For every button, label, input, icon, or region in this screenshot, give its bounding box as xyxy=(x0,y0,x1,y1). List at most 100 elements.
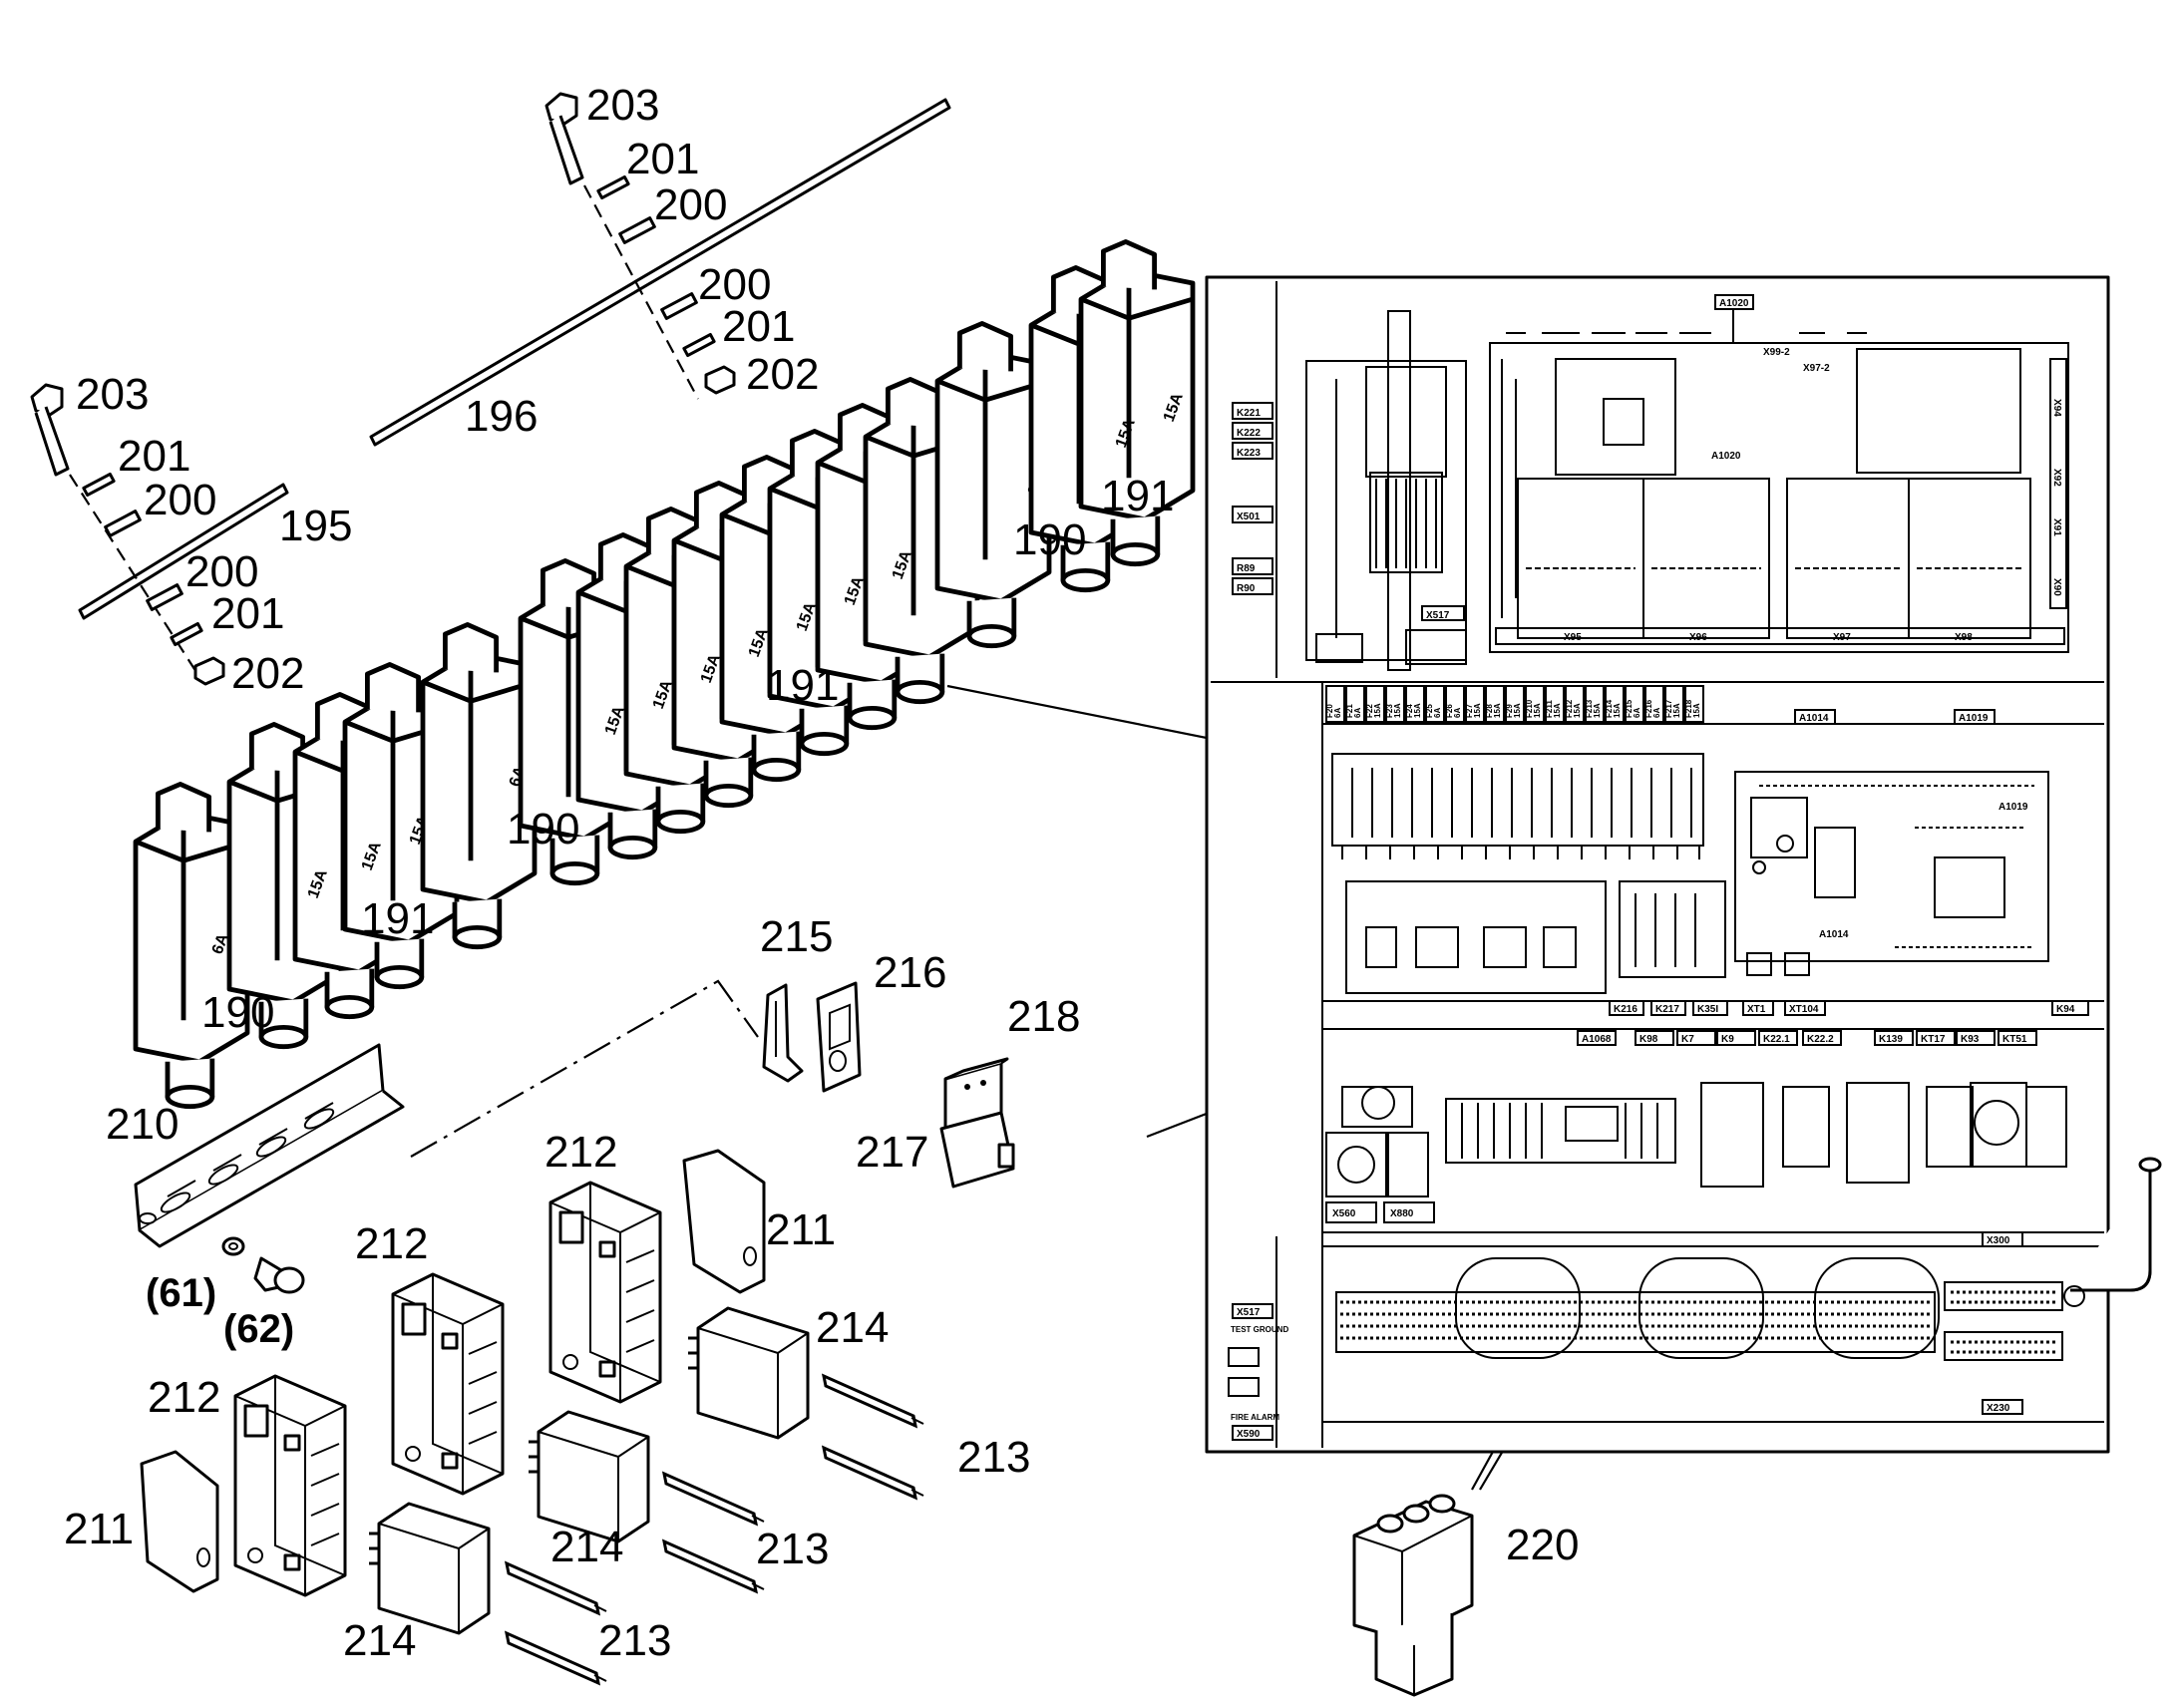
board-a1019: A1019 A1014 xyxy=(1734,771,2049,962)
fuse-value: 15A xyxy=(1513,703,1522,718)
callout-200: 200 xyxy=(698,260,771,309)
cabinet-label: K221 xyxy=(1237,408,1261,419)
cabinet-label: X560 xyxy=(1332,1208,1356,1219)
breaker-group-left: 6A 15A 15A 15A 6A xyxy=(136,624,535,1106)
fuse-label: F211 xyxy=(1545,700,1554,718)
cabinet-label: X94 xyxy=(2051,399,2062,417)
fuse-label-cell xyxy=(1445,685,1465,723)
fuse-label-cell xyxy=(1405,685,1425,723)
fuse-label: F217 xyxy=(1664,699,1673,718)
board-a1020: A1020 A1020 X99-2 X97-2 X95 X96 X97 X98 … xyxy=(1489,294,2069,653)
fuse-label: F20 xyxy=(1325,704,1334,718)
fuse-value: 15A xyxy=(1672,703,1681,718)
cover-211-top xyxy=(682,1149,766,1294)
fuse-value: 15A xyxy=(1373,703,1382,718)
fuse-label-cell xyxy=(1605,685,1625,723)
breaker-rating: 6A xyxy=(209,931,232,956)
fuse-label: F23 xyxy=(1385,704,1394,718)
callout-213: 213 xyxy=(957,1433,1030,1482)
cabinet-label: K98 xyxy=(1639,1034,1658,1045)
fuse-value: 6A xyxy=(1433,708,1442,718)
cabinet-label: X95 xyxy=(1564,632,1582,643)
cabinet-label: XT1 xyxy=(1747,1004,1766,1015)
callout-211: 211 xyxy=(766,1205,836,1254)
callout-215: 215 xyxy=(760,912,833,961)
fuse-label-cell xyxy=(1505,685,1525,723)
callout-202: 202 xyxy=(231,649,304,698)
callout-195: 195 xyxy=(279,502,352,550)
cabinet-label: A1014 xyxy=(1799,713,1829,724)
cabinet-label: FIRE ALARM xyxy=(1231,1413,1279,1422)
breaker-group-right: 6A 15A 15A xyxy=(937,241,1193,645)
callout-203: 203 xyxy=(76,370,149,419)
fuse-label: F213 xyxy=(1585,699,1594,718)
fuse-label: F27 xyxy=(1465,704,1474,718)
fuse-label: F21 xyxy=(1345,704,1354,718)
fuse-value: 15A xyxy=(1573,703,1582,718)
fuse-label-cell xyxy=(1465,685,1485,723)
fastener-stack-a xyxy=(545,92,736,400)
cabinet-label: R89 xyxy=(1237,563,1256,574)
fastener-stack-b xyxy=(30,383,225,686)
fuse-label: F210 xyxy=(1525,699,1534,718)
cabinet-label: K139 xyxy=(1879,1034,1903,1045)
lower-label-cell xyxy=(1956,1030,1996,1046)
jumper-213-mid xyxy=(662,1472,766,1526)
callout-203: 203 xyxy=(586,81,659,130)
cabinet-label: XT104 xyxy=(1789,1004,1819,1015)
cabinet-label: X501 xyxy=(1237,512,1261,522)
fuse-label-cell xyxy=(1325,685,1345,723)
callout-61: (61) xyxy=(146,1271,216,1315)
clip-215 xyxy=(762,983,804,1083)
cabinet-label: K223 xyxy=(1237,448,1261,459)
fuse-label-cell xyxy=(1545,685,1565,723)
fuse-value: 15A xyxy=(1393,703,1402,718)
callout-191: 191 xyxy=(361,894,434,943)
fuse-label-cell xyxy=(1485,685,1505,723)
cabinet-label: X517 xyxy=(1426,610,1450,621)
callout-201: 201 xyxy=(211,589,284,638)
cabinet-label: X90 xyxy=(2051,578,2062,596)
cabinet-label: X98 xyxy=(1955,632,1973,643)
callout-214: 214 xyxy=(816,1303,889,1352)
cabinet-label: X880 xyxy=(1390,1208,1414,1219)
fuse-label: F218 xyxy=(1684,699,1693,718)
callout-213: 213 xyxy=(598,1616,671,1665)
connector-220 xyxy=(1352,1494,1474,1697)
cabinet-label: X91 xyxy=(2051,518,2062,536)
callout-191: 191 xyxy=(766,661,839,710)
callout-202: 202 xyxy=(746,350,819,399)
rail-196 xyxy=(369,98,951,447)
lower-label-cell xyxy=(1716,1030,1756,1046)
fuse-label: F26 xyxy=(1445,704,1454,718)
breaker-group-middle: 15A 15A 15A 15A 15A 15A 15A 15A xyxy=(521,379,977,882)
fuse-value: 6A xyxy=(1652,708,1661,718)
lower-label-cell xyxy=(1874,1030,1914,1046)
fuse-label-cell xyxy=(1425,685,1445,723)
rail-195 xyxy=(78,483,289,620)
din-rail-210 xyxy=(134,1043,405,1248)
fuse-label-cell xyxy=(1385,685,1405,723)
relay-214-low xyxy=(367,1502,491,1635)
callout-214: 214 xyxy=(343,1616,416,1665)
fuse-label: F216 xyxy=(1644,699,1653,718)
cabinet-label: K7 xyxy=(1681,1034,1694,1045)
relay-214-top xyxy=(686,1306,810,1440)
cabinet-label: K222 xyxy=(1237,428,1261,439)
cabinet-label: X517 xyxy=(1237,1307,1261,1318)
callout-201: 201 xyxy=(626,135,699,183)
fuse-label-cell xyxy=(1684,685,1704,723)
fuse-label: F25 xyxy=(1425,704,1434,718)
fuse-value: 6A xyxy=(1333,708,1342,718)
fuse-label-cell xyxy=(1664,685,1684,723)
cabinet-label: A1068 xyxy=(1582,1034,1612,1045)
fuse-label-cell xyxy=(1625,685,1644,723)
fuse-label-cell xyxy=(1585,685,1605,723)
fuse-value: 6A xyxy=(1633,708,1641,718)
callout-212: 212 xyxy=(148,1373,220,1422)
callout-190: 190 xyxy=(507,805,579,854)
callout-200: 200 xyxy=(654,180,727,229)
bottom-terminal-section: X300 X230 X517 TEST GROUND FIRE ALARM X5… xyxy=(1228,1157,2162,1441)
